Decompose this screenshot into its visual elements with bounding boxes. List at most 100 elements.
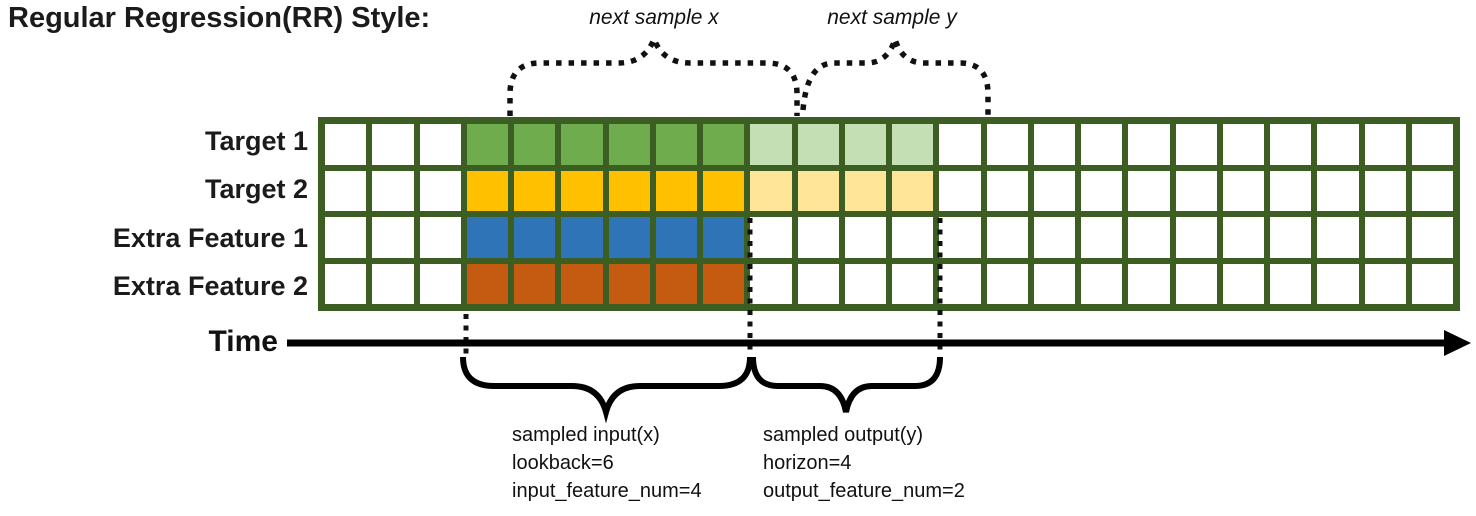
- grid-cell: [1033, 124, 1075, 165]
- grid-cell: [419, 124, 461, 165]
- grid-cell: [750, 124, 792, 165]
- grid-cell: [325, 124, 367, 165]
- grid-cell: [892, 217, 934, 258]
- row-label-extra-feature-2: Extra Feature 2: [112, 271, 308, 301]
- sampled-output-brace: [750, 356, 943, 413]
- grid-cell: [1175, 124, 1217, 165]
- grid-cell: [1270, 217, 1312, 258]
- grid-cell: [608, 170, 650, 211]
- grid-cell: [797, 170, 839, 211]
- grid-cell: [655, 217, 697, 258]
- grid-cell: [419, 170, 461, 211]
- grid-cell: [514, 170, 556, 211]
- grid-cell: [892, 170, 934, 211]
- grid-cell: [608, 263, 650, 304]
- grid-cell: [561, 263, 603, 304]
- grid-cell: [514, 217, 556, 258]
- next-sample-y-brace: [800, 29, 991, 116]
- grid-cell: [703, 170, 745, 211]
- grid-cell: [466, 170, 508, 211]
- grid-cell: [655, 170, 697, 211]
- grid-cell: [372, 124, 414, 165]
- grid-cell: [703, 124, 745, 165]
- grid-cell: [1317, 217, 1359, 258]
- grid-cell: [1175, 263, 1217, 304]
- grid-cell: [750, 263, 792, 304]
- row-label-target-2: Target 2: [204, 174, 308, 204]
- grid-cell: [844, 217, 886, 258]
- time-arrow-head: [1444, 330, 1471, 356]
- grid-cell: [750, 217, 792, 258]
- grid-cell: [939, 170, 981, 211]
- grid-cell: [1364, 217, 1406, 258]
- grid-cell: [561, 170, 603, 211]
- grid-cell: [372, 170, 414, 211]
- grid-cell: [1270, 124, 1312, 165]
- grid-cell: [844, 170, 886, 211]
- grid-cell: [939, 263, 981, 304]
- input-feature-num-value: input_feature_num=4: [512, 480, 702, 502]
- grid-cell: [1222, 124, 1264, 165]
- grid-cell: [1128, 217, 1170, 258]
- sampled-input-note: sampled input(x) lookback=6 input_featur…: [512, 421, 702, 505]
- page-title: Regular Regression(RR) Style:: [8, 2, 431, 34]
- grid-cell: [1411, 124, 1453, 165]
- grid-cell: [1411, 170, 1453, 211]
- grid-cell: [1317, 263, 1359, 304]
- grid-cell: [1270, 263, 1312, 304]
- grid-cell: [1081, 170, 1123, 211]
- grid-cell: [986, 124, 1028, 165]
- grid-cell: [1270, 170, 1312, 211]
- grid-cell: [797, 217, 839, 258]
- grid-cell: [561, 124, 603, 165]
- grid-cell: [1364, 263, 1406, 304]
- grid-cell: [608, 217, 650, 258]
- sampled-input-title: sampled input(x): [512, 424, 660, 446]
- grid-cell: [986, 170, 1028, 211]
- grid-cell: [1222, 263, 1264, 304]
- output-feature-num-value: output_feature_num=2: [763, 480, 965, 502]
- row-label-target-1: Target 1: [204, 126, 308, 156]
- grid-cell: [1175, 217, 1217, 258]
- grid-cell: [419, 217, 461, 258]
- time-axis-label: Time: [208, 325, 278, 358]
- grid-cell: [1222, 217, 1264, 258]
- grid-cell: [1222, 170, 1264, 211]
- grid-cell: [1081, 124, 1123, 165]
- grid-cell: [514, 263, 556, 304]
- grid-cell: [514, 124, 556, 165]
- grid-cell: [466, 263, 508, 304]
- next-sample-x-label: next sample x: [589, 6, 719, 29]
- grid-cell: [1317, 124, 1359, 165]
- horizon-value: horizon=4: [763, 452, 852, 474]
- grid-cell: [797, 124, 839, 165]
- grid-cell: [797, 263, 839, 304]
- grid-cell: [939, 124, 981, 165]
- sampled-output-title: sampled output(y): [763, 424, 924, 446]
- grid-cell: [655, 263, 697, 304]
- grid-cell: [892, 263, 934, 304]
- grid-cell: [750, 170, 792, 211]
- next-sample-x-brace: [507, 31, 800, 116]
- grid-cell: [1411, 217, 1453, 258]
- grid-cell: [372, 217, 414, 258]
- grid-cell: [325, 217, 367, 258]
- lookback-value: lookback=6: [512, 452, 614, 474]
- grid-cell: [986, 217, 1028, 258]
- grid-cell: [1033, 217, 1075, 258]
- grid-cell: [1364, 170, 1406, 211]
- grid-cell: [325, 263, 367, 304]
- grid-cell: [703, 217, 745, 258]
- grid-cell: [939, 217, 981, 258]
- grid-cell: [655, 124, 697, 165]
- sampled-input-brace: [460, 356, 753, 424]
- grid-cell: [1033, 263, 1075, 304]
- grid-cell: [1081, 263, 1123, 304]
- grid-cell: [419, 263, 461, 304]
- time-series-grid: [318, 117, 1460, 311]
- row-label-extra-feature-1: Extra Feature 1: [112, 223, 308, 253]
- grid-cell: [1411, 263, 1453, 304]
- grid-cell: [608, 124, 650, 165]
- grid-cell: [844, 263, 886, 304]
